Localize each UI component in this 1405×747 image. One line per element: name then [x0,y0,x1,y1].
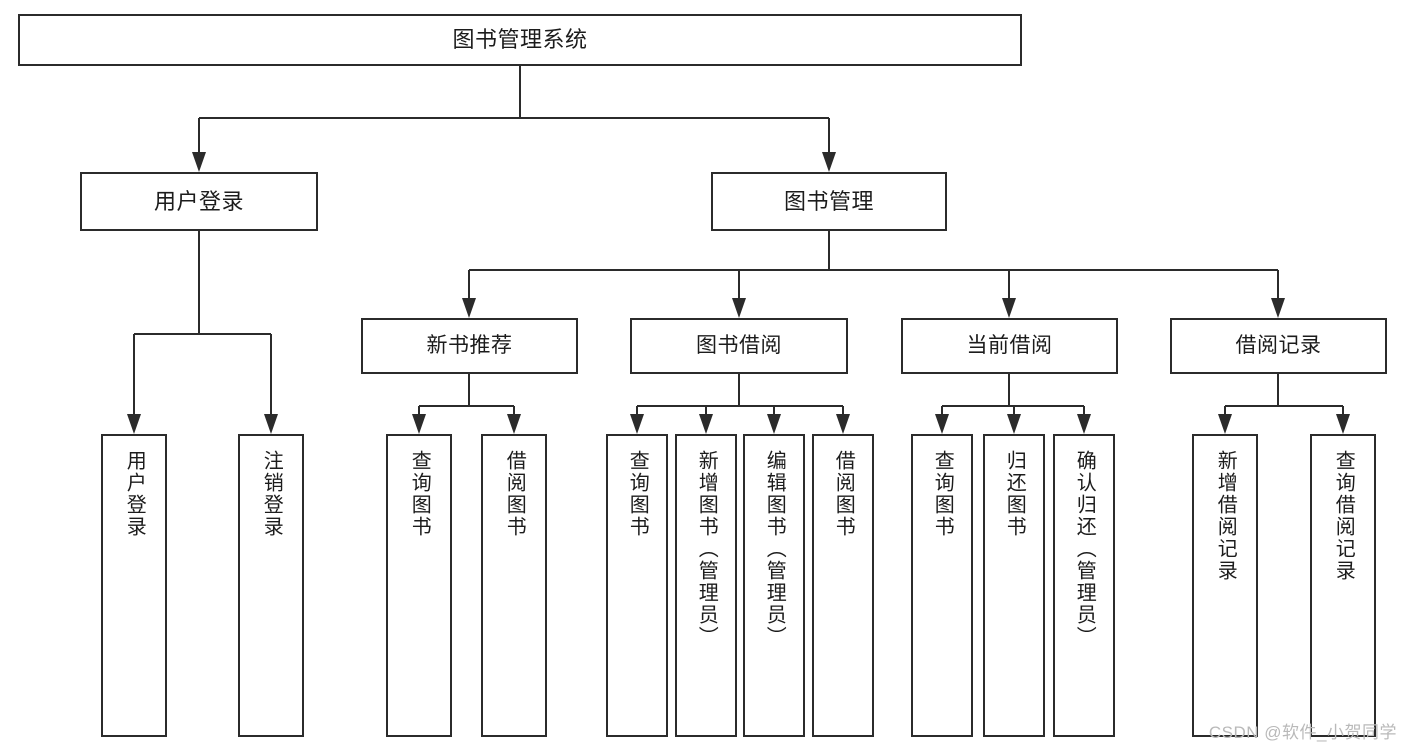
node-root[interactable]: 图书管理系统 [18,14,1022,66]
node-label-book-manage: 图书管理 [783,188,874,214]
node-label-borrow-record: 借阅记录 [1235,333,1322,357]
arrow-head-newbookrec-to-leaves-0 [412,414,426,434]
node-leaf-user-login[interactable]: 用户登录 [101,434,167,737]
arrow-head-currentborrow-to-leaves-0 [935,414,949,434]
node-label-user-login: 用户登录 [153,188,244,214]
node-label-leaf-user-logout: 注销登录 [260,450,283,538]
arrow-head-currentborrow-to-leaves-1 [1007,414,1021,434]
node-label-leaf-borrow-query: 查询图书 [626,450,649,538]
arrow-head-root-to-level2-0 [192,152,206,172]
node-label-leaf-borrow-add: 新增图书（管理员） [695,450,718,648]
node-label-leaf-cur-return: 归还图书 [1003,450,1026,538]
node-label-leaf-cur-confirm: 确认归还（管理员） [1073,450,1096,648]
node-label-book-borrow: 图书借阅 [696,333,782,357]
node-label-leaf-rec-query2: 查询借阅记录 [1332,450,1355,582]
node-current-borrow[interactable]: 当前借阅 [901,318,1118,374]
node-leaf-cur-return[interactable]: 归还图书 [983,434,1045,737]
node-borrow-record[interactable]: 借阅记录 [1170,318,1387,374]
node-leaf-cur-query[interactable]: 查询图书 [911,434,973,737]
node-label-leaf-rec-borrow: 借阅图书 [503,450,526,538]
node-book-manage[interactable]: 图书管理 [711,172,947,231]
node-label-new-book-rec: 新书推荐 [426,333,513,357]
node-leaf-rec-query2[interactable]: 查询借阅记录 [1310,434,1376,737]
node-label-leaf-borrow-loan: 借阅图书 [832,450,855,538]
arrow-head-borrowrecord-to-leaves-0 [1218,414,1232,434]
arrow-head-newbookrec-to-leaves-1 [507,414,521,434]
node-label-leaf-cur-query: 查询图书 [931,450,954,538]
arrow-head-bookmanage-to-level3-1 [732,298,746,318]
node-label-root: 图书管理系统 [452,27,588,53]
node-label-leaf-rec-add: 新增借阅记录 [1214,450,1237,582]
node-leaf-rec-borrow[interactable]: 借阅图书 [481,434,547,737]
node-label-current-borrow: 当前借阅 [966,333,1053,357]
arrow-head-borrowrecord-to-leaves-1 [1336,414,1350,434]
node-label-leaf-borrow-edit: 编辑图书（管理员） [763,450,786,648]
arrow-head-bookborrow-to-leaves-3 [836,414,850,434]
node-leaf-borrow-query[interactable]: 查询图书 [606,434,668,737]
arrow-head-bookborrow-to-leaves-1 [699,414,713,434]
node-new-book-rec[interactable]: 新书推荐 [361,318,578,374]
arrow-head-bookborrow-to-leaves-2 [767,414,781,434]
arrow-head-bookmanage-to-level3-0 [462,298,476,318]
arrow-head-userlogin-to-leaves-1 [264,414,278,434]
node-leaf-borrow-add[interactable]: 新增图书（管理员） [675,434,737,737]
arrow-head-root-to-level2-1 [822,152,836,172]
arrow-head-bookmanage-to-level3-3 [1271,298,1285,318]
arrow-head-bookborrow-to-leaves-0 [630,414,644,434]
node-book-borrow[interactable]: 图书借阅 [630,318,848,374]
node-label-leaf-rec-query: 查询图书 [408,450,431,538]
node-user-login[interactable]: 用户登录 [80,172,318,231]
node-leaf-user-logout[interactable]: 注销登录 [238,434,304,737]
node-leaf-borrow-loan[interactable]: 借阅图书 [812,434,874,737]
csdn-watermark: CSDN @软件_小贺同学 [1208,723,1397,742]
arrow-head-bookmanage-to-level3-2 [1002,298,1016,318]
arrow-head-currentborrow-to-leaves-2 [1077,414,1091,434]
node-leaf-cur-confirm[interactable]: 确认归还（管理员） [1053,434,1115,737]
node-leaf-borrow-edit[interactable]: 编辑图书（管理员） [743,434,805,737]
node-label-leaf-user-login: 用户登录 [123,450,146,538]
node-leaf-rec-add[interactable]: 新增借阅记录 [1192,434,1258,737]
node-leaf-rec-query[interactable]: 查询图书 [386,434,452,737]
arrow-head-userlogin-to-leaves-0 [127,414,141,434]
